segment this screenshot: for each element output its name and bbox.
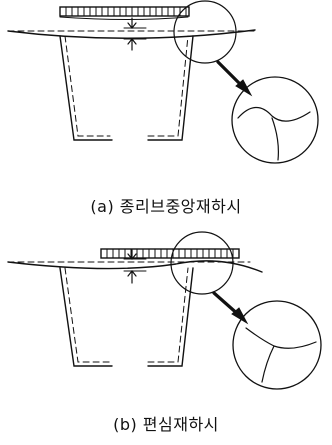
panel-b-eccentric-loading: [7, 231, 322, 390]
deflection-marker-a: [123, 17, 147, 51]
detail-arrow-a: [216, 60, 253, 97]
deck-plate-deformed-b: [7, 260, 263, 273]
enlarged-detail-a: [231, 76, 319, 164]
load-strip-b: [100, 248, 240, 259]
u-rib-b: [59, 267, 194, 367]
u-rib-a: [59, 35, 194, 141]
detail-circle-b: [170, 231, 234, 295]
panel-a-central-loading: [7, 0, 319, 164]
caption-a: (a) 종리브중앙재하시: [90, 197, 242, 216]
deflection-marker-b: [123, 249, 147, 284]
deck-plate-upper-a: [59, 16, 189, 20]
detail-arrow-b: [212, 291, 249, 325]
caption-b: (b) 편심재하시: [113, 415, 219, 434]
load-strip-a: [59, 6, 190, 17]
detail-circle-a: [173, 0, 237, 64]
enlarged-detail-b: [232, 300, 322, 390]
deck-plate-deformed-a: [7, 29, 256, 39]
